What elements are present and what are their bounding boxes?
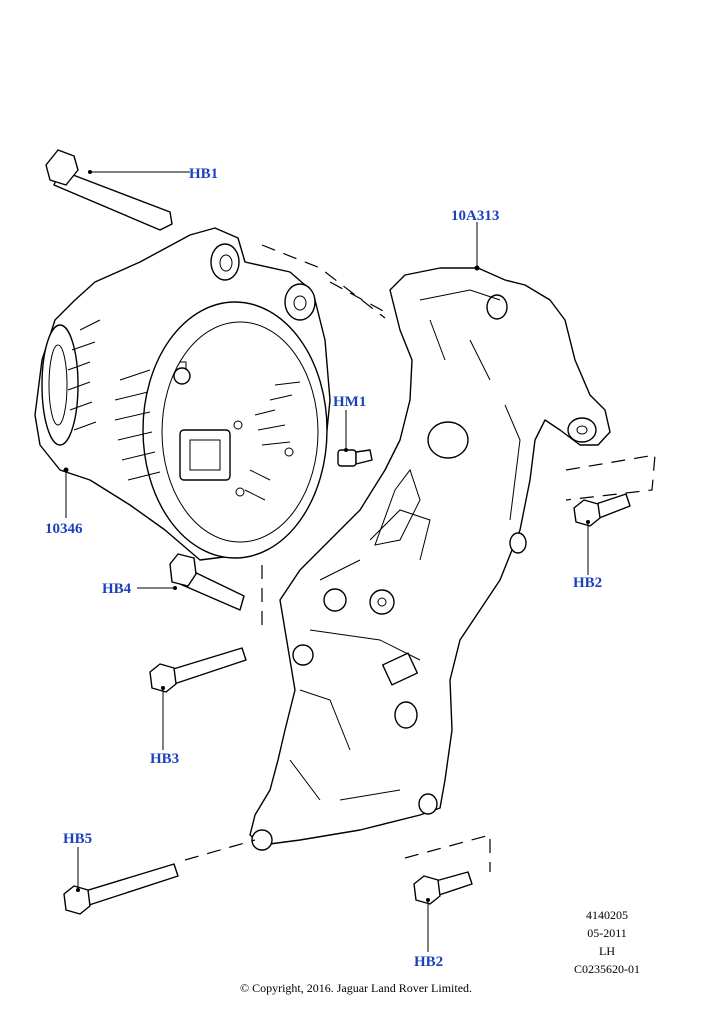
bolt-hb2-upper xyxy=(573,493,631,527)
callout-hb4: HB4 xyxy=(102,581,132,597)
assembly-lines xyxy=(184,244,656,872)
leader-lines xyxy=(63,170,590,952)
callout-hb5: HB5 xyxy=(63,831,92,847)
callout-hb2-upper: HB2 xyxy=(573,575,602,591)
callout-10a313: 10A313 xyxy=(451,208,499,224)
bolt-hm1 xyxy=(337,449,373,467)
callout-hm1: HM1 xyxy=(333,394,366,410)
bolt-hb2-lower xyxy=(413,871,473,905)
callout-hb3: HB3 xyxy=(150,751,179,767)
bolt-hb5 xyxy=(63,863,179,915)
diagram-reference-block: 4140205 05-2011 LH C0235620-01 xyxy=(574,906,640,978)
copyright-notice: © Copyright, 2016. Jaguar Land Rover Lim… xyxy=(239,981,473,995)
reference-number: 4140205 xyxy=(586,908,628,922)
bolt-hb4 xyxy=(169,553,245,611)
callout-hb1: HB1 xyxy=(189,166,218,182)
callout-10346: 10346 xyxy=(45,521,83,537)
reference-date: 05-2011 xyxy=(587,926,627,940)
reference-code: C0235620-01 xyxy=(574,962,640,976)
bolt-hb1 xyxy=(45,149,173,231)
bolt-hb3 xyxy=(149,647,247,693)
alternator-illustration xyxy=(34,227,331,561)
reference-side: LH xyxy=(599,944,615,958)
callout-hb2-lower: HB2 xyxy=(414,954,443,970)
mounting-bracket-illustration xyxy=(249,267,611,851)
